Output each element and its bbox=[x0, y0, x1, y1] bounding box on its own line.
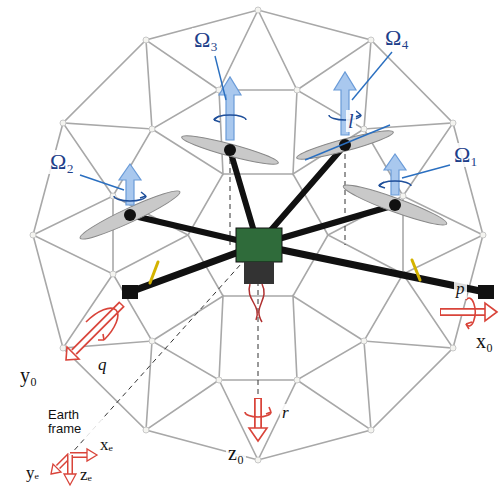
leader-lines bbox=[80, 52, 450, 190]
rotor-speed: Ω₃ bbox=[192, 28, 220, 52]
axis-label: yₑ bbox=[24, 464, 41, 483]
axis-label: y₀ bbox=[18, 364, 39, 386]
rotor-speed: Ω₄ bbox=[383, 26, 411, 50]
propellers bbox=[77, 126, 449, 244]
spin-arcs bbox=[114, 111, 411, 201]
drone-frame bbox=[130, 145, 485, 292]
cage bbox=[33, 10, 483, 460]
cage-joints bbox=[30, 7, 486, 463]
battery bbox=[244, 262, 274, 284]
motors bbox=[124, 139, 401, 221]
axis-label: x₀ bbox=[474, 330, 495, 352]
axis-label: z₀ bbox=[226, 442, 246, 464]
axis-label: xₑ bbox=[98, 436, 115, 455]
rate-label: r bbox=[280, 404, 291, 423]
arm-length: l bbox=[346, 110, 356, 132]
reference-lines bbox=[70, 145, 345, 455]
thrust-arrows bbox=[119, 72, 406, 205]
earth-axes bbox=[51, 449, 97, 485]
rate-label: p bbox=[454, 280, 467, 299]
axis-label: zₑ bbox=[78, 466, 94, 485]
wires bbox=[249, 284, 264, 322]
frame-label: Earth frame bbox=[46, 408, 102, 437]
rotation-arcs bbox=[86, 298, 475, 417]
mount-block bbox=[122, 285, 138, 299]
rotor-speed: Ω₁ bbox=[452, 143, 480, 167]
body-axes bbox=[66, 303, 497, 441]
rate-label: q bbox=[96, 356, 109, 375]
rotor-speed: Ω₂ bbox=[48, 150, 76, 174]
flight-board bbox=[236, 228, 282, 262]
mount-block bbox=[478, 285, 494, 299]
